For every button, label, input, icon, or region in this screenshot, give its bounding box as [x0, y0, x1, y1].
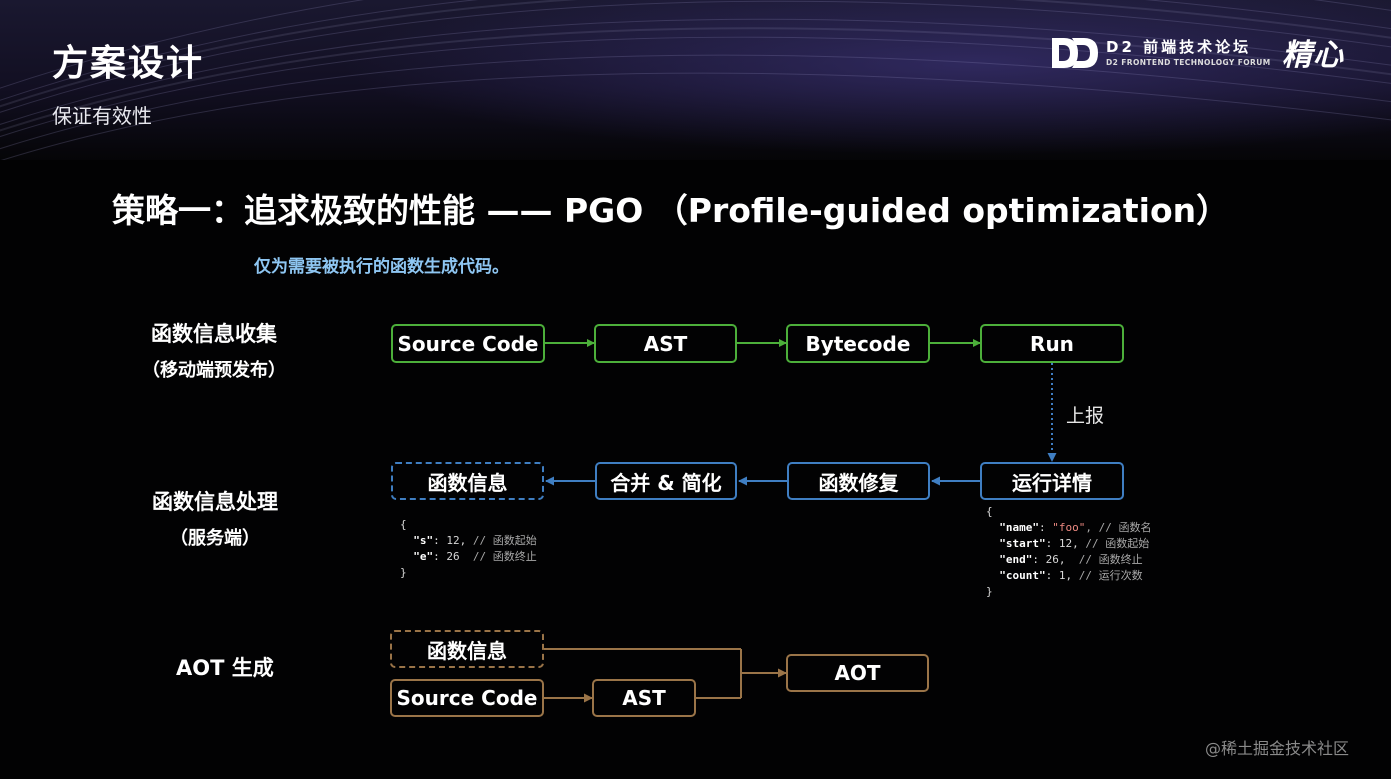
d2-logo-icon	[1052, 38, 1098, 68]
star-streaks-background	[0, 0, 1391, 160]
aot-output-box: AOT	[786, 654, 929, 692]
d2-forum-logo: D2 前端技术论坛 D2 FRONTEND TECHNOLOGY FORUM 精…	[1050, 34, 1360, 74]
page-subtitle: 保证有效性	[52, 104, 152, 128]
code-comment-e: // 函数终止	[472, 550, 537, 563]
code-comment-start: // 函数起始	[1085, 537, 1150, 550]
code-comment-count: // 运行次数	[1078, 569, 1143, 582]
code-simplified: { "s": 12, // 函数起始 "e": 26 // 函数终止 }	[400, 517, 537, 581]
row-label-collect-title: 函数信息收集	[151, 322, 277, 346]
row-label-process-note: （服务端）	[170, 528, 260, 549]
row-label-collect-note: （移动端预发布）	[142, 360, 286, 381]
code-key-name: "name"	[999, 521, 1039, 534]
code-value-s: : 12,	[433, 534, 473, 547]
logo-chinese-text: D2 前端技术论坛	[1106, 38, 1252, 56]
code-detail-close-brace: }	[986, 585, 993, 598]
page-title: 方案设计	[52, 43, 205, 84]
collect-source-code-box: Source Code	[391, 324, 545, 363]
code-sep-name: :	[1039, 521, 1053, 534]
row-label-aot-title: AOT 生成	[176, 656, 274, 680]
watermark: @稀土掘金技术社区	[1205, 739, 1350, 758]
aot-function-info-box: 函数信息	[390, 630, 544, 668]
aot-arrows	[544, 648, 787, 703]
code-key-e: "e"	[413, 550, 434, 563]
row-label-process-title: 函数信息处理	[152, 490, 278, 514]
code-open-brace: {	[400, 518, 407, 531]
code-value-name: "foo"	[1052, 521, 1086, 534]
code-detail: { "name": "foo", // 函数名 "start": 12, // …	[986, 504, 1152, 600]
report-label: 上报	[1066, 405, 1105, 427]
process-function-repair-box: 函数修复	[787, 462, 930, 500]
process-function-info-box: 函数信息	[391, 462, 544, 500]
process-run-detail-box: 运行详情	[980, 462, 1124, 500]
process-merge-simplify-box: 合并 & 简化	[595, 462, 737, 500]
collect-run-box: Run	[980, 324, 1124, 363]
code-comment-name: , // 函数名	[1085, 521, 1152, 534]
code-comment-end: // 函数终止	[1078, 553, 1143, 566]
code-key-s: "s"	[413, 534, 434, 547]
aot-ast-box: AST	[592, 679, 696, 717]
code-key-count: "count"	[999, 569, 1046, 582]
code-value-end: : 26,	[1032, 553, 1079, 566]
code-value-start: : 12,	[1045, 537, 1086, 550]
collect-ast-box: AST	[594, 324, 737, 363]
code-key-end: "end"	[999, 553, 1033, 566]
code-close-brace: }	[400, 566, 407, 579]
code-value-count: : 1,	[1045, 569, 1079, 582]
code-comment-s: // 函数起始	[472, 534, 537, 547]
row-label-collect: 函数信息收集 （移动端预发布）	[142, 318, 286, 382]
strategy-note: 仅为需要被执行的函数生成代码。	[254, 257, 509, 277]
code-key-start: "start"	[999, 537, 1046, 550]
row-label-aot: AOT 生成	[176, 652, 274, 682]
logo-brand-text: 精心	[1282, 38, 1344, 73]
logo-english-text: D2 FRONTEND TECHNOLOGY FORUM	[1106, 58, 1271, 67]
row-label-process: 函数信息处理 （服务端）	[152, 486, 278, 550]
aot-source-code-box: Source Code	[390, 679, 544, 717]
collect-bytecode-box: Bytecode	[786, 324, 930, 363]
strategy-title: 策略一：追求极致的性能 —— PGO （Profile-guided optim…	[112, 191, 1230, 230]
header-banner: 方案设计 保证有效性 D2 前端技术论坛 D2 FRONTEND TECHNOL…	[0, 0, 1391, 160]
code-detail-open-brace: {	[986, 505, 993, 518]
code-value-e: : 26	[433, 550, 473, 563]
